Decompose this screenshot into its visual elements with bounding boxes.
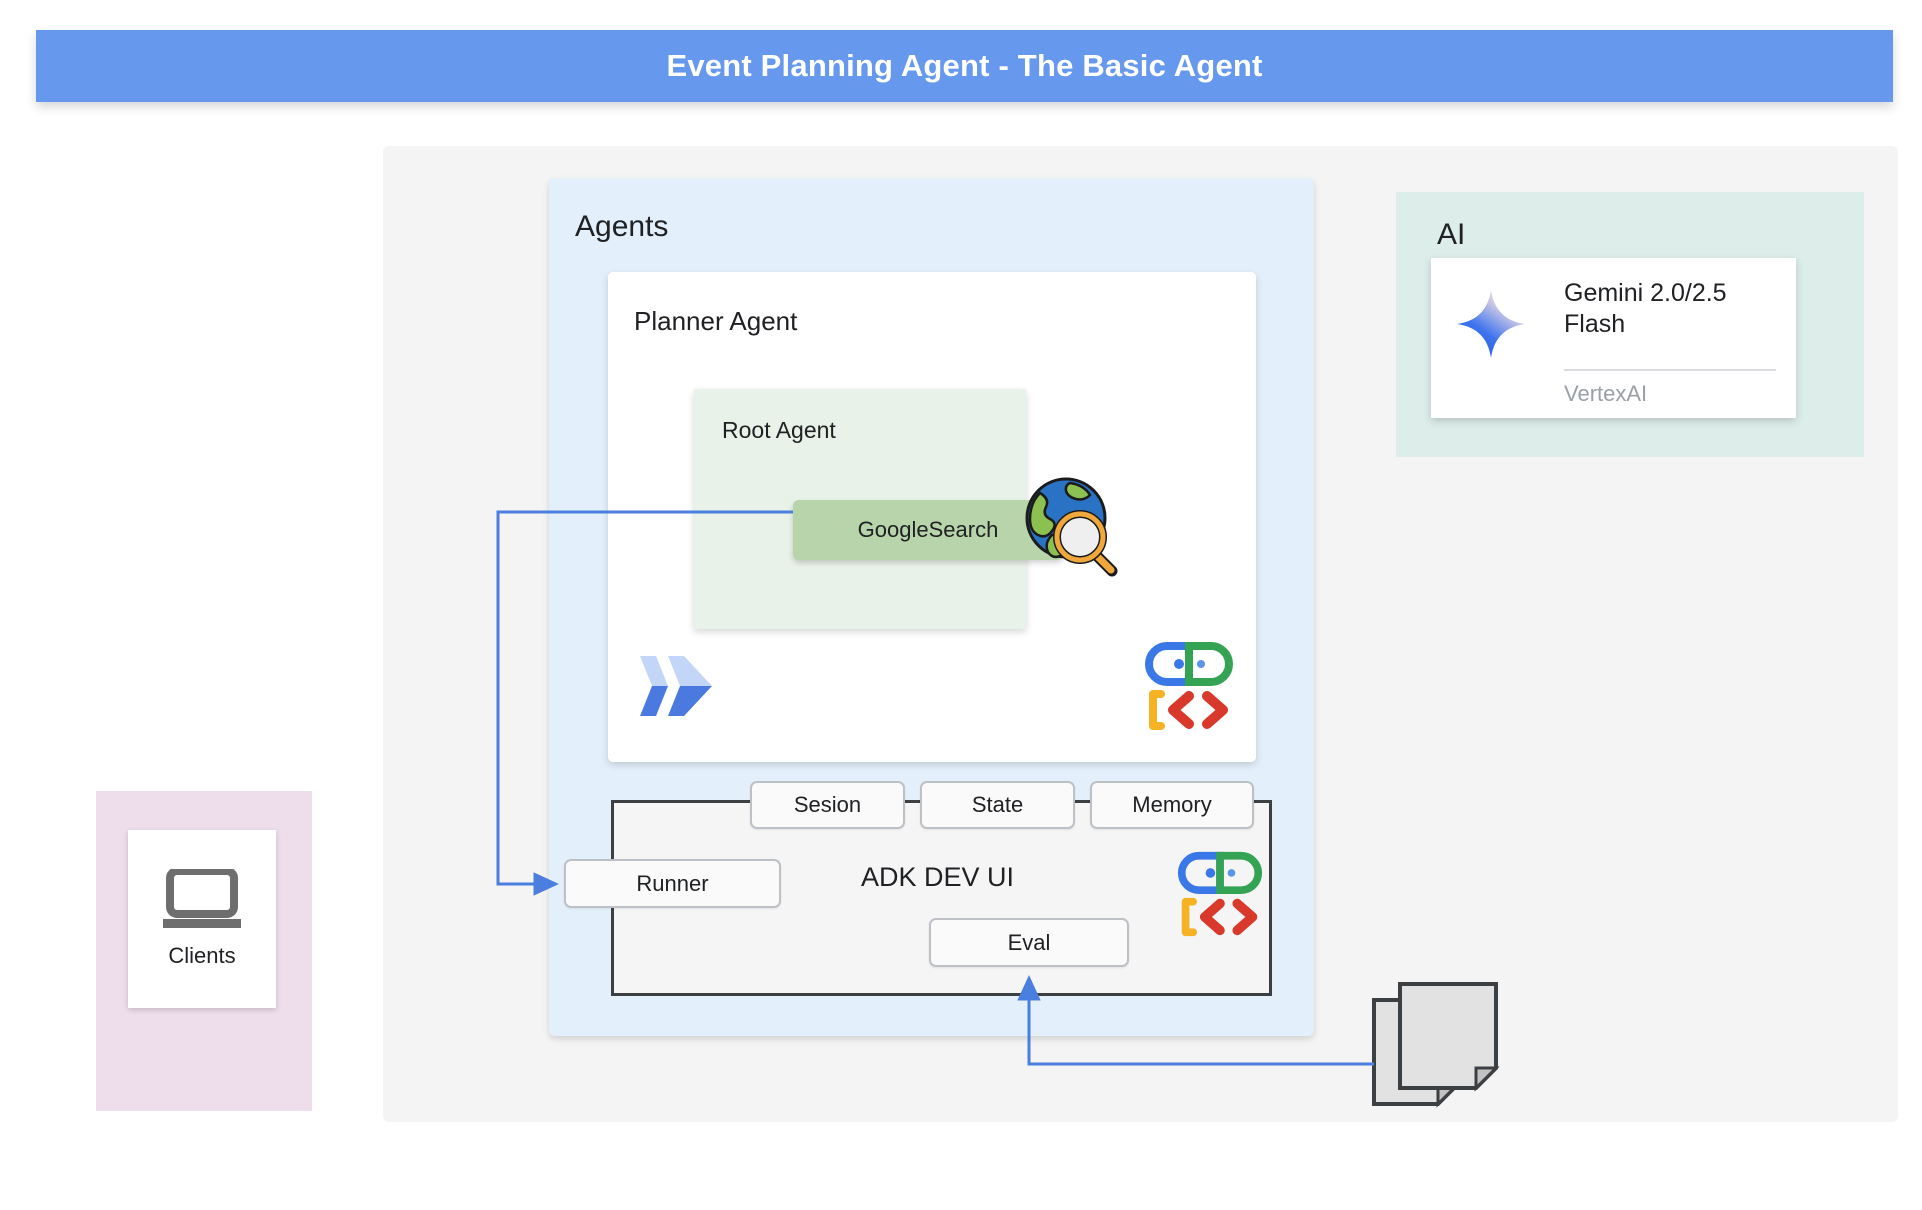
gemini-model-provider: VertexAI: [1564, 381, 1648, 406]
chip-state[interactable]: State: [920, 781, 1075, 829]
chip-runner[interactable]: Runner: [564, 859, 781, 908]
google-search-tool-label: GoogleSearch: [857, 517, 999, 542]
robot-code-icon: [1177, 851, 1263, 937]
clients-label: Clients: [168, 943, 236, 968]
agents-panel-title: Agents: [575, 210, 669, 243]
gemini-model-name: Gemini 2.0/2.5 Flash: [1564, 279, 1727, 339]
google-search-tool-chip[interactable]: GoogleSearch: [793, 500, 1063, 560]
chip-runner-label: Runner: [636, 870, 709, 896]
page-title: Event Planning Agent - The Basic Agent: [666, 48, 1263, 83]
adk-dev-ui-label: ADK DEV UI: [861, 862, 1015, 892]
globe-search-icon: [1025, 477, 1118, 577]
robot-code-icon: [1145, 642, 1233, 730]
planner-agent-title: Planner Agent: [634, 306, 798, 336]
root-agent-title: Root Agent: [722, 417, 836, 443]
chip-sesion-label: Sesion: [793, 792, 862, 817]
gemini-sparkle-icon: [1457, 290, 1525, 358]
chip-sesion[interactable]: Sesion: [750, 781, 905, 829]
chip-eval[interactable]: Eval: [929, 918, 1129, 967]
chip-memory-label: Memory: [1132, 792, 1212, 817]
page-title-banner: Event Planning Agent - The Basic Agent: [36, 30, 1893, 102]
laptop-icon: [163, 869, 241, 928]
gemini-card-divider: [1564, 369, 1776, 371]
chip-eval-label: Eval: [1007, 929, 1051, 955]
documents-stack-icon: [1372, 982, 1500, 1108]
chip-memory[interactable]: Memory: [1090, 781, 1254, 829]
ai-panel-title: AI: [1437, 218, 1466, 251]
chip-state-label: State: [971, 792, 1024, 817]
adk-double-chevron-icon: [640, 656, 712, 716]
clients-card[interactable]: Clients: [128, 830, 276, 1008]
